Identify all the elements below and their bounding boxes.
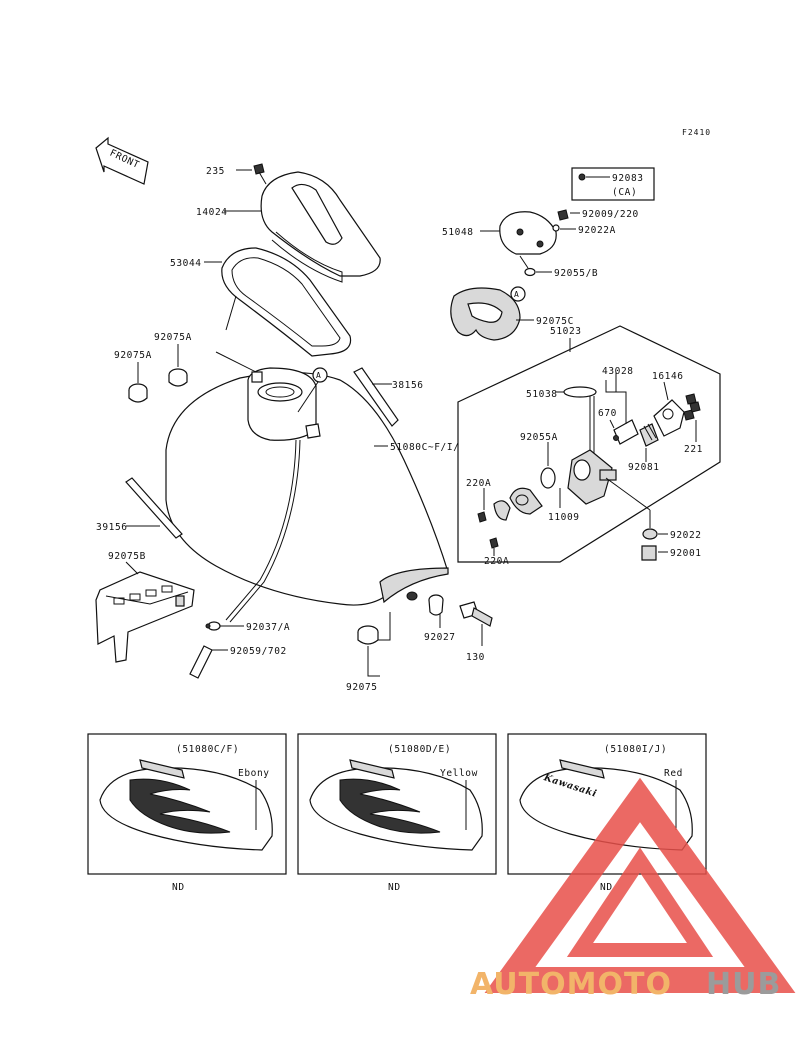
label-92055b: 92055/B xyxy=(554,268,598,279)
label-51048: 51048 xyxy=(442,227,474,238)
collar-92027 xyxy=(406,591,444,616)
fuel-tank-51080 xyxy=(165,367,449,623)
label-92009: 92009/220 xyxy=(582,209,639,220)
label-92037: 92037/A xyxy=(246,622,290,633)
label-14024: 14024 xyxy=(196,207,228,218)
rubber-92075 xyxy=(357,625,379,645)
svg-text:A: A xyxy=(514,290,520,299)
strip-39156 xyxy=(125,477,183,539)
variant-3-color: Red xyxy=(664,768,683,779)
callout-a-cap: A xyxy=(510,286,526,302)
label-51038: 51038 xyxy=(526,389,558,400)
label-92001: 92001 xyxy=(670,548,702,559)
gasket-92055b xyxy=(524,267,536,277)
box-92083 xyxy=(571,167,655,201)
label-53044: 53044 xyxy=(170,258,202,269)
label-92083-ca: (CA) xyxy=(612,187,637,198)
label-38156: 38156 xyxy=(392,380,424,391)
variant-3-note: ND xyxy=(600,882,613,893)
watermark-logo: AUTOMOTO HUB xyxy=(470,777,796,1002)
diagram-code: F2410 xyxy=(682,128,711,137)
label-92027: 92027 xyxy=(424,632,456,643)
bolt-92001 xyxy=(641,545,657,561)
label-92075a-1: 92075A xyxy=(154,332,192,343)
variant-box-2: (51080D/E) Yellow xyxy=(297,733,497,875)
bolt-130 xyxy=(459,601,493,627)
label-92059: 92059/702 xyxy=(230,646,287,657)
label-43028: 43028 xyxy=(602,366,634,377)
rubber-92075a-1 xyxy=(168,368,188,387)
pad-53044 xyxy=(221,247,352,357)
watermark-text-1: AUTOMOTO xyxy=(470,967,672,1002)
strip-38156 xyxy=(353,367,399,427)
label-235: 235 xyxy=(206,166,225,177)
clamp-92037 xyxy=(205,621,221,631)
label-11009: 11009 xyxy=(548,512,580,523)
label-51080: 51080C~F/I/J xyxy=(390,442,466,453)
variant-1-note: ND xyxy=(172,882,185,893)
label-16146: 16146 xyxy=(652,371,684,382)
variant-3-code: (51080I/J) xyxy=(604,744,667,755)
label-51023: 51023 xyxy=(550,326,582,337)
rubber-92075a-2 xyxy=(128,383,148,403)
variant-2-color: Yellow xyxy=(440,768,478,779)
label-92055a: 92055A xyxy=(520,432,558,443)
label-221: 221 xyxy=(684,444,703,455)
label-92081: 92081 xyxy=(628,462,660,473)
front-arrow-icon: FRONT xyxy=(95,136,149,185)
variant-2-code: (51080D/E) xyxy=(388,744,451,755)
bolt-235 xyxy=(253,163,267,185)
variant-2-note: ND xyxy=(388,882,401,893)
label-39156: 39156 xyxy=(96,522,128,533)
hose-92059 xyxy=(189,645,213,679)
label-130: 130 xyxy=(466,652,485,663)
svg-text:A: A xyxy=(316,371,322,380)
fuel-cap-51048 xyxy=(499,209,569,255)
label-92075a-2: 92075A xyxy=(114,350,152,361)
label-92075: 92075 xyxy=(346,682,378,693)
label-220a-1: 220A xyxy=(466,478,491,489)
cover-14024 xyxy=(260,171,381,283)
box-51023 xyxy=(457,325,721,563)
watermark-text-2: HUB xyxy=(706,967,781,1002)
label-92083: 92083 xyxy=(612,173,644,184)
bracket-92075b xyxy=(95,571,195,663)
washer-92022 xyxy=(642,528,658,540)
pad-92075c xyxy=(450,287,521,341)
label-92022: 92022 xyxy=(670,530,702,541)
variant-box-1: (51080C/F) Ebony xyxy=(87,733,287,875)
label-92022a: 92022A xyxy=(578,225,616,236)
label-670: 670 xyxy=(598,408,617,419)
variant-1-code: (51080C/F) xyxy=(176,744,239,755)
label-92075b: 92075B xyxy=(108,551,146,562)
fuel-cock-assembly xyxy=(477,386,701,549)
label-92075c: 92075C xyxy=(536,316,574,327)
callout-a-tank: A xyxy=(297,367,328,413)
variant-1-color: Ebony xyxy=(238,768,270,779)
label-220a-2: 220A xyxy=(484,556,509,567)
